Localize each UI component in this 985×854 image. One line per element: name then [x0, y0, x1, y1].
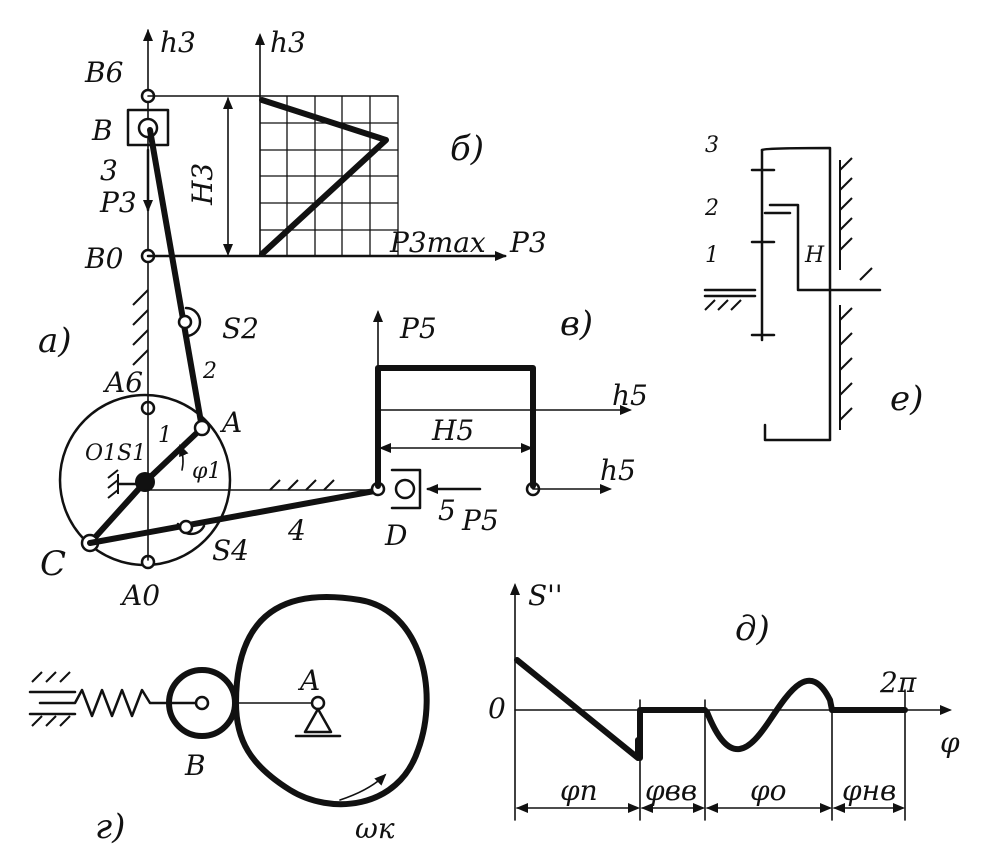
label-origin: 0	[488, 692, 506, 725]
label-link2: 2	[202, 359, 217, 384]
label-p5-axis: P5	[399, 312, 437, 345]
link-4	[87, 487, 383, 546]
o1-ground	[107, 469, 137, 499]
label-phi1: φ1	[192, 459, 221, 484]
label-c: C	[40, 544, 66, 584]
label-phi-axis: φ	[940, 726, 960, 759]
roller-pivot	[194, 695, 210, 711]
panel-v-label: в)	[560, 304, 593, 344]
label-twopi: 2π	[879, 666, 917, 699]
label-gear-3: 3	[705, 133, 719, 158]
p5-diagram-panel: P5 h5 H5 h5 в)	[373, 304, 648, 489]
label-a6: A6	[102, 366, 143, 399]
label-h3-right: h3	[270, 26, 306, 59]
label-h5-bottom: h5	[600, 454, 636, 487]
label-p3-axis: P3	[509, 226, 547, 259]
point-s2	[177, 314, 193, 330]
crank-to-c	[87, 479, 148, 546]
phase-o-curve	[704, 677, 835, 752]
cam-spring	[38, 688, 202, 718]
joint-a	[193, 419, 211, 437]
p3-diagram-panel: h3 H3 P3max P3 б)	[146, 26, 547, 261]
label-phase-p: φп	[560, 774, 598, 807]
label-p3max: P3max	[389, 226, 486, 259]
label-b: B	[91, 114, 113, 147]
panel-g-label: г)	[95, 807, 125, 847]
label-gear-1: 1	[705, 243, 719, 268]
connecting-rod-2	[147, 127, 205, 431]
omega-arrow	[339, 773, 387, 801]
label-phase-o: φо	[750, 774, 786, 807]
pivot-o1	[135, 472, 155, 492]
phase-dividers	[639, 689, 906, 821]
label-cam-b: B	[184, 749, 206, 782]
label-p5: P5	[461, 504, 499, 537]
label-b0: B0	[84, 242, 123, 275]
cam-support	[303, 707, 333, 734]
label-h5-dim: H5	[431, 414, 474, 447]
cam-pivot-a	[310, 695, 326, 711]
label-s2: S2	[222, 312, 259, 345]
panel-a-label: а)	[38, 321, 72, 361]
accel-diagram-panel: S'' 0 2π φ φп φвв φо φнв д)	[488, 579, 960, 821]
label-link4: 4	[287, 514, 306, 547]
d-guide-hatch	[269, 479, 335, 491]
cam-panel: B A ωк г)	[28, 593, 430, 847]
slider-d	[390, 468, 422, 510]
gearbox-hatch	[704, 157, 873, 430]
label-link5: 5	[438, 494, 456, 527]
label-link1: 1	[158, 423, 172, 448]
label-h3-left: h3	[160, 26, 196, 59]
phi1-arc	[179, 444, 189, 471]
label-o1s1: O1S1	[85, 441, 146, 466]
label-h5-top: h5	[612, 379, 648, 412]
label-carrier-h: H	[804, 243, 825, 268]
point-s4	[178, 519, 194, 535]
ring-gear-3	[760, 146, 832, 442]
label-link3: 3	[100, 154, 118, 187]
gearbox-panel: 3 2 1 H е)	[703, 133, 923, 442]
label-cam-a: A	[297, 664, 320, 697]
label-h3-dim: H3	[186, 163, 219, 206]
slider-b	[126, 108, 170, 147]
label-a: A	[219, 406, 242, 439]
panel-b-label: б)	[450, 129, 484, 169]
label-d: D	[384, 519, 407, 552]
label-s4: S4	[212, 534, 249, 567]
label-s2-axis: S''	[528, 579, 563, 612]
carrier-h	[768, 203, 882, 292]
label-a0: A0	[119, 579, 160, 612]
linkage-panel: h3 B6 B 3 P3 B0 S2 2 A6 A O1S1 1 φ1 C A0…	[38, 26, 612, 612]
panel-d-label: д)	[735, 609, 770, 649]
label-b6: B6	[84, 56, 123, 89]
crank-link-1	[142, 425, 205, 485]
label-omega: ωк	[355, 812, 395, 845]
phase-vv-curve	[637, 707, 708, 761]
guide-hatch	[132, 289, 149, 366]
label-p3: P3	[99, 186, 137, 219]
cam-ground-left	[28, 671, 77, 727]
panel-e-label: е)	[890, 379, 923, 419]
joint-d	[394, 478, 416, 500]
label-phase-nv: φнв	[842, 774, 896, 807]
phase-p-curve	[514, 657, 641, 761]
label-gear-2: 2	[704, 196, 719, 221]
p3-curve	[259, 97, 389, 257]
p5-curve	[375, 365, 536, 489]
cam-profile	[233, 593, 430, 808]
s2-bump	[184, 306, 202, 338]
label-phase-vv: φвв	[645, 774, 697, 807]
